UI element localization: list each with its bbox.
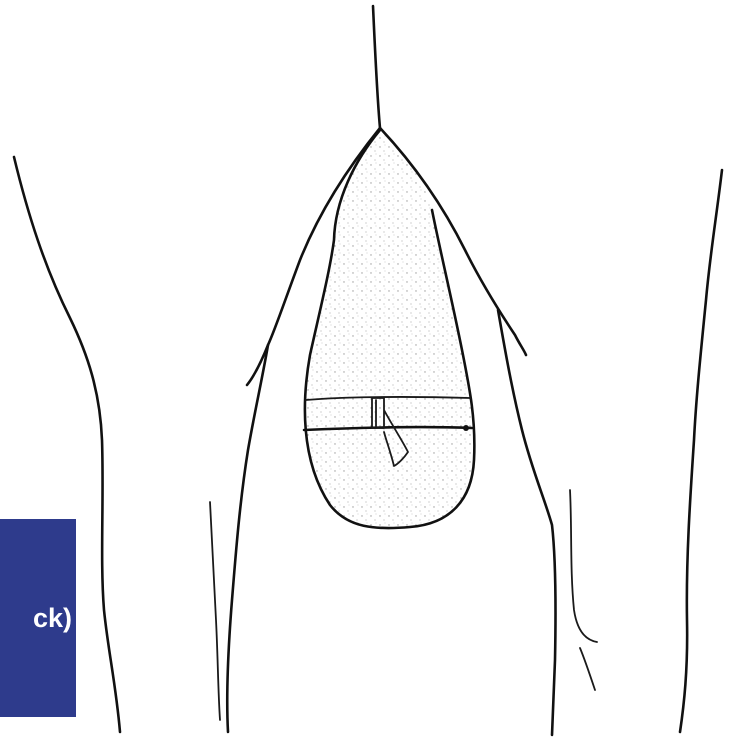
- caption-text: ck): [33, 603, 72, 634]
- right-inner-thigh-contour: [498, 310, 556, 735]
- bag-shading: [305, 130, 474, 528]
- valve-band-dot: [463, 425, 469, 431]
- left-inner-thigh-contour: [227, 345, 268, 732]
- left-knee-line: [210, 502, 220, 720]
- right-knee-line: [570, 490, 597, 690]
- right-leg-outer-contour: [680, 170, 722, 732]
- strap-upper-line: [373, 6, 380, 128]
- caption-banner: ck): [0, 519, 76, 717]
